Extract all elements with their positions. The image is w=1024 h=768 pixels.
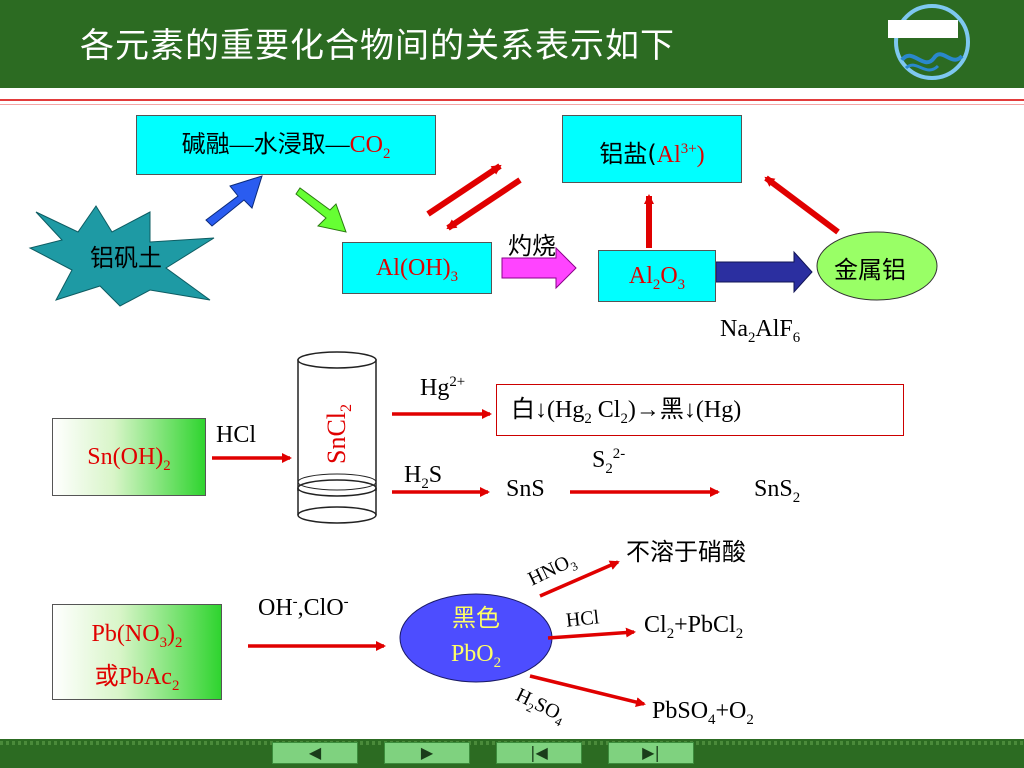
pb-salt-line1: Pb(NO3)2 [91, 621, 183, 651]
arrow-hno3 [539, 560, 620, 598]
title-bar [0, 0, 1024, 88]
s2-label: S22- [592, 446, 626, 477]
snoh2-box: Sn(OH)2 [52, 418, 206, 496]
alkali-process-box: 碱融—水浸取—CO2 [136, 115, 436, 175]
metal-al-ellipse [816, 231, 938, 301]
hg-result-box: 白↓(Hg2 Cl2)→黑↓(Hg) [496, 384, 904, 436]
header-rule-thin [0, 104, 1024, 105]
hg-label: Hg2+ [420, 374, 466, 401]
aloh3-box: Al(OH)3 [342, 242, 492, 294]
next-slide-button[interactable]: ▶ [384, 742, 470, 764]
pb-salt-box: Pb(NO3)2 或PbAc2 [52, 604, 222, 700]
sns-label: SnS [506, 476, 545, 502]
arrow-process-to-aloh3 [295, 187, 347, 233]
prev-slide-button[interactable]: ◀ [272, 742, 358, 764]
header-rule [0, 99, 1024, 101]
page-title: 各元素的重要化合物间的关系表示如下 [80, 26, 675, 66]
arrow-metal-to-salt [764, 175, 840, 235]
bauxite-label: 铝矾土 [90, 244, 162, 272]
oh-clo-label: OH-,ClO- [258, 594, 349, 621]
hcl-sn-label: HCl [216, 422, 257, 448]
al2o3-box: Al2O3 [598, 250, 716, 302]
h2so4-result: PbSO4+O2 [652, 698, 754, 728]
arrow-hcl-pb [547, 627, 636, 640]
arrow-h2so4 [529, 674, 646, 707]
arrow-aloh3-to-salt [426, 163, 502, 217]
arrow-salt-to-aloh3 [446, 177, 522, 231]
cryolite-label: Na2AlF6 [720, 316, 801, 346]
arrow-al2o3-to-metal [715, 250, 813, 294]
al-salt-box: 铝盐(Al3+) [562, 115, 742, 183]
metal-al-label: 金属铝 [834, 256, 906, 284]
pb-salt-line2: 或PbAc2 [94, 663, 180, 694]
hcl-result: Cl2+PbCl2 [644, 612, 744, 642]
last-slide-button[interactable]: ▶| [608, 742, 694, 764]
arrow-bauxite-to-process [205, 175, 263, 227]
bauxite-burst [28, 205, 215, 307]
sns2-label: SnS2 [754, 476, 801, 506]
first-slide-button[interactable]: |◀ [496, 742, 582, 764]
calcine-label: 灼烧 [508, 232, 556, 260]
hcl-pb-label: HCl [564, 606, 601, 632]
sncl2-beaker [297, 351, 377, 524]
hno3-result: 不溶于硝酸 [626, 538, 746, 566]
logo-emblem [888, 4, 970, 80]
sncl2-label: SnCl2 [322, 403, 356, 464]
h2s-label: H2S [404, 462, 443, 492]
arrow-calcine [501, 246, 577, 290]
